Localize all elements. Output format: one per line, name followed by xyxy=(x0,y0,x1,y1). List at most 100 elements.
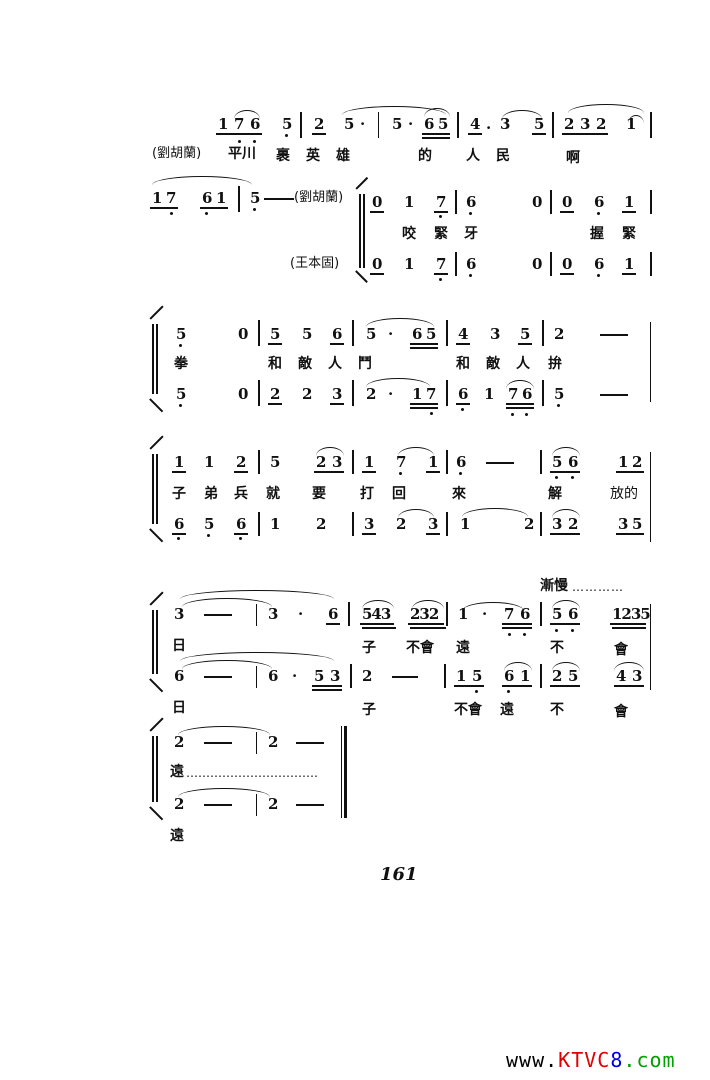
barline xyxy=(446,512,448,536)
dot-aug: · xyxy=(360,115,366,133)
lyric: 不會 xyxy=(454,702,482,718)
lyric: 的 xyxy=(418,148,432,164)
low-dot xyxy=(459,472,462,475)
underline xyxy=(172,533,186,535)
note: 1 xyxy=(456,667,467,685)
low-dot xyxy=(523,633,526,636)
note: 7 xyxy=(166,189,177,207)
lyric: 遠 xyxy=(170,828,184,844)
low-dot xyxy=(507,690,510,693)
note: 2 xyxy=(236,453,247,471)
lyric: 解 xyxy=(548,486,562,502)
barline xyxy=(352,450,354,474)
underline xyxy=(410,627,446,629)
lyric: 緊 xyxy=(434,226,448,242)
note: 2 xyxy=(362,667,373,685)
slur xyxy=(628,115,644,124)
slur xyxy=(152,176,252,185)
note: 4 xyxy=(458,325,469,343)
note: 6 xyxy=(466,255,477,273)
slur xyxy=(182,598,272,607)
brace xyxy=(156,736,158,802)
note: 6 xyxy=(520,605,531,623)
watermark-com: com xyxy=(636,1048,676,1072)
underline xyxy=(560,211,574,213)
note: 2 xyxy=(524,515,535,533)
barline xyxy=(650,322,651,402)
slur xyxy=(502,110,542,119)
underline xyxy=(614,685,644,687)
note: 0 xyxy=(372,255,383,273)
tempo-dots: ………… xyxy=(572,580,624,594)
barline xyxy=(446,450,448,474)
note: 4 xyxy=(470,115,481,133)
underline xyxy=(360,623,394,625)
barline xyxy=(352,320,354,346)
note: 2 xyxy=(564,115,575,133)
note: 5 xyxy=(438,115,449,133)
note: 0 xyxy=(238,325,249,343)
role-label: (劉胡蘭) xyxy=(152,146,202,161)
underline xyxy=(560,273,574,275)
low-dot xyxy=(439,215,442,218)
underline xyxy=(622,211,636,213)
brace xyxy=(149,717,164,732)
barline xyxy=(457,112,459,138)
note: 1 xyxy=(152,189,163,207)
note: 5 xyxy=(568,667,579,685)
slur xyxy=(424,108,450,117)
note: 3 xyxy=(500,115,511,133)
lyric: 遠 xyxy=(500,702,514,718)
barline xyxy=(650,252,652,276)
brace xyxy=(152,324,154,394)
note: 6 xyxy=(568,605,579,623)
slur xyxy=(398,447,434,456)
barline xyxy=(258,450,260,474)
note: 0 xyxy=(372,193,383,211)
underline xyxy=(370,273,384,275)
note: 5 xyxy=(366,325,377,343)
note: 7 xyxy=(436,193,447,211)
low-dot xyxy=(439,278,442,281)
slur xyxy=(462,602,524,611)
barline xyxy=(650,112,652,138)
slur xyxy=(552,509,580,518)
underline xyxy=(216,133,262,135)
underline xyxy=(426,533,440,535)
note: 6 xyxy=(458,385,469,403)
note: 5 xyxy=(344,115,355,133)
note: 1 xyxy=(484,385,495,403)
low-dot xyxy=(571,629,574,632)
lyric: 雄 xyxy=(336,148,350,164)
underline xyxy=(268,343,282,345)
extension-dots: …………………………… xyxy=(186,766,318,780)
low-dot xyxy=(179,404,182,407)
page-number: 161 xyxy=(380,864,418,885)
note: 5 xyxy=(302,325,313,343)
note: 0 xyxy=(532,255,543,273)
note: 2 xyxy=(632,453,643,471)
dot-aug: · xyxy=(408,115,414,133)
underline xyxy=(312,133,326,135)
note: 0 xyxy=(238,385,249,403)
lyric: 和 xyxy=(456,356,470,372)
slur xyxy=(180,590,334,599)
slur xyxy=(342,106,446,115)
underline xyxy=(426,471,440,473)
underline xyxy=(506,407,534,409)
note: 4 xyxy=(616,667,627,685)
low-dot xyxy=(475,690,478,693)
low-dot xyxy=(170,212,173,215)
lyric: 回 xyxy=(392,486,406,502)
lyric: 就 xyxy=(266,486,280,502)
hold-dash xyxy=(296,804,324,806)
barline xyxy=(540,664,542,688)
dot-aug: · xyxy=(388,385,394,403)
barline xyxy=(378,112,379,138)
note: 6 xyxy=(236,515,247,533)
note: 6 xyxy=(594,193,605,211)
note: 5 xyxy=(270,453,281,471)
note: 0 xyxy=(562,255,573,273)
note: 5 xyxy=(520,325,531,343)
lyric: 來 xyxy=(452,486,466,502)
